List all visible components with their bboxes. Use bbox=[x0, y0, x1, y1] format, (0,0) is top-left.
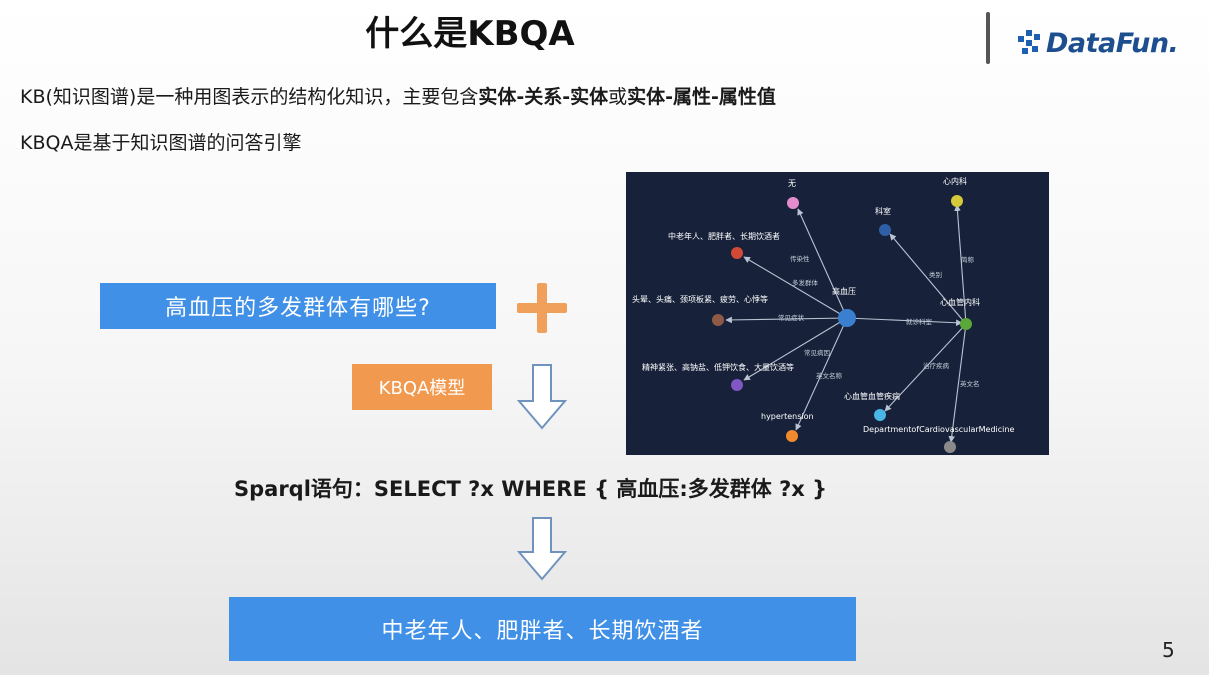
edge-line bbox=[743, 317, 848, 381]
knowledge-graph-svg: 传染性 多发群体 常见症状 常见病因 英文名称 就诊科室 类别 简称 治疗疾病 … bbox=[632, 176, 1014, 453]
edge-label: 传染性 bbox=[790, 254, 810, 263]
kb-definition-mid: 或 bbox=[608, 86, 628, 108]
answer-box: 中老年人、肥胖者、长期饮酒者 bbox=[229, 597, 856, 661]
node bbox=[960, 318, 972, 330]
edge-line bbox=[795, 317, 848, 431]
node bbox=[712, 314, 724, 326]
node bbox=[731, 247, 743, 259]
edge-line bbox=[797, 208, 848, 319]
knowledge-graph: 传染性 多发群体 常见症状 常见病因 英文名称 就诊科室 类别 简称 治疗疾病 … bbox=[626, 172, 1049, 455]
node-label: 心内科 bbox=[943, 176, 967, 186]
kb-definition: KB(知识图谱)是一种用图表示的结构化知识，主要包含实体-关系-实体或实体-属性… bbox=[20, 82, 776, 109]
edge-line bbox=[725, 316, 848, 324]
edge-line bbox=[743, 256, 848, 319]
edge-line bbox=[954, 204, 967, 325]
node-label: DepartmentofCardiovascularMedicine bbox=[863, 425, 1014, 434]
edge-label: 治疗疾病 bbox=[923, 361, 950, 370]
node-label: hypertension bbox=[761, 412, 814, 421]
plus-icon bbox=[537, 283, 547, 333]
down-arrow-icon bbox=[516, 364, 568, 430]
edge-label: 多发群体 bbox=[792, 278, 819, 287]
edge-line bbox=[948, 323, 967, 443]
node-label: 心血管血管疾病 bbox=[844, 391, 900, 401]
kb-definition-bold1: 实体-关系-实体 bbox=[478, 86, 609, 108]
node bbox=[787, 197, 799, 209]
node bbox=[944, 441, 956, 453]
node-label: 头晕、头痛、颈项板紧、疲劳、心悸等 bbox=[632, 294, 768, 304]
kb-definition-bold2: 实体-属性-属性值 bbox=[627, 86, 776, 108]
node bbox=[731, 379, 743, 391]
edge-label: 类别 bbox=[929, 270, 942, 279]
logo-pixel-icon bbox=[1018, 30, 1042, 56]
slide-title: 什么是KBQA bbox=[365, 14, 575, 54]
edge-label: 英文名称 bbox=[816, 371, 843, 380]
node bbox=[951, 195, 963, 207]
node-label: 中老年人、肥胖者、长期饮酒者 bbox=[668, 231, 780, 241]
node-center bbox=[838, 309, 856, 327]
kbqa-model-box: KBQA模型 bbox=[352, 364, 492, 410]
logo-divider bbox=[986, 12, 990, 64]
edge-label: 常见病因 bbox=[804, 348, 830, 357]
node bbox=[786, 430, 798, 442]
edge-line bbox=[846, 317, 963, 327]
kbqa-definition: KBQA是基于知识图谱的问答引擎 bbox=[20, 132, 302, 154]
edge-label: 简称 bbox=[961, 255, 975, 264]
edge-line bbox=[884, 323, 967, 412]
edge-label: 就诊科室 bbox=[906, 317, 933, 326]
node-label: 高血压 bbox=[832, 286, 856, 296]
edge-label: 常见症状 bbox=[778, 313, 805, 322]
node bbox=[874, 409, 886, 421]
node-label: 科室 bbox=[875, 206, 891, 216]
question-box: 高血压的多发群体有哪些? bbox=[100, 283, 496, 329]
sparql-statement: Sparql语句：SELECT ?x WHERE { 高血压:多发群体 ?x } bbox=[234, 477, 828, 501]
datafun-logo: DataFun. bbox=[1018, 18, 1179, 68]
node-label: 心血管内科 bbox=[940, 297, 980, 307]
page-number: 5 bbox=[1162, 638, 1175, 662]
kb-definition-prefix: KB(知识图谱)是一种用图表示的结构化知识，主要包含 bbox=[20, 86, 479, 108]
down-arrow-icon-2 bbox=[516, 517, 568, 581]
logo-text: DataFun. bbox=[1046, 27, 1179, 59]
edge-label: 英文名 bbox=[960, 379, 980, 388]
edge-line bbox=[889, 233, 967, 325]
node bbox=[879, 224, 891, 236]
node-label: 精神紧张、高钠盐、低钾饮食、大量饮酒等 bbox=[642, 362, 794, 372]
node-label: 无 bbox=[788, 179, 796, 188]
